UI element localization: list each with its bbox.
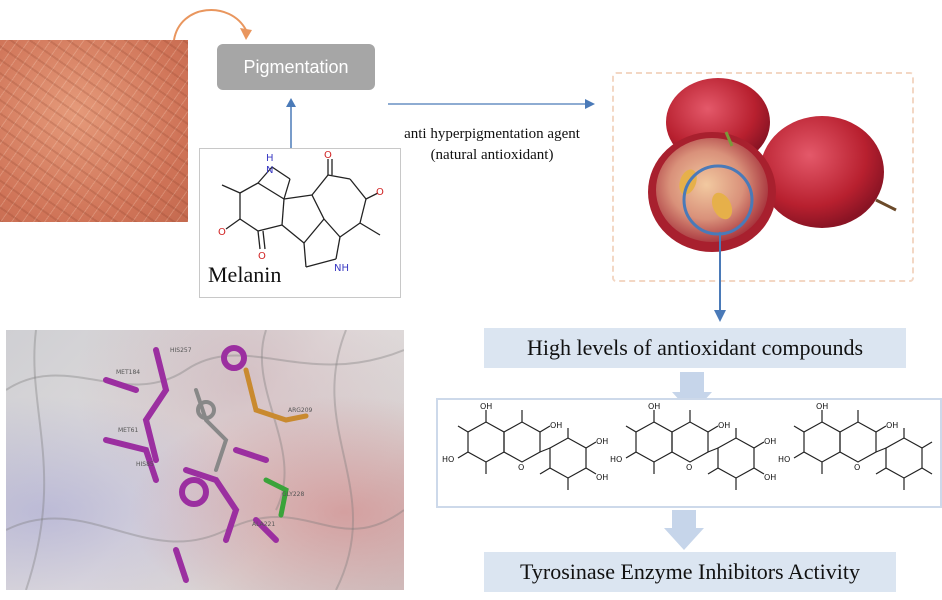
- residue-label: ALA221: [252, 521, 275, 528]
- atom-label-oh: OH: [648, 402, 660, 411]
- pigmentation-box: Pigmentation: [217, 44, 375, 90]
- residue-label: HIS257: [170, 347, 192, 354]
- seed-highlight-circle: [682, 164, 754, 236]
- grape-image: [648, 78, 897, 252]
- agent-label: anti hyperpigmentation agent (natural an…: [382, 124, 602, 166]
- docking-visualization: MET184 MET61 ARG209 ALA221 HIS85 GLY228 …: [6, 330, 404, 590]
- atom-label-ho: HO: [610, 455, 622, 464]
- atom-label-o: O: [686, 463, 692, 472]
- flavonoid-structures: OH OH HO O OH OH: [442, 402, 933, 490]
- pigmentation-label: Pigmentation: [243, 56, 349, 77]
- residue-label: ARG209: [288, 407, 313, 414]
- atom-label-oh: OH: [480, 402, 492, 411]
- melanin-structure: H N O O O O NH: [218, 150, 384, 274]
- high-levels-box: High levels of antioxidant compounds: [484, 328, 906, 368]
- atom-label-oh: OH: [764, 473, 776, 482]
- arrow-down-icon: [714, 232, 726, 322]
- atom-label-oh: OH: [886, 421, 898, 430]
- residue-label: MET61: [118, 427, 138, 434]
- grape-flesh: [656, 138, 768, 242]
- melanin-label: Melanin: [208, 262, 282, 287]
- atom-label-oh: OH: [764, 437, 776, 446]
- tyrosinase-box: Tyrosinase Enzyme Inhibitors Activity: [484, 552, 896, 592]
- curved-arrow-icon: [173, 8, 252, 41]
- grape-right: [760, 116, 884, 228]
- atom-label-o: O: [518, 463, 524, 472]
- ligand-green: [263, 477, 289, 518]
- residue-label: MET184: [116, 369, 140, 376]
- melanin-atom-o1: O: [324, 150, 332, 161]
- docking-image: MET184 MET61 ARG209 ALA221 HIS85 GLY228 …: [6, 330, 404, 590]
- protein-surface: [6, 330, 404, 590]
- atom-label-o: O: [854, 463, 860, 472]
- melanin-atom-nh: NH: [334, 263, 349, 274]
- melanin-atom-n: N: [266, 165, 273, 176]
- flavonoid-molecule-3: OH OH HO O: [778, 402, 933, 490]
- melanin-atom-o4: O: [258, 251, 266, 262]
- arrow-right-icon: [388, 99, 595, 109]
- melanin-atom-o3: O: [218, 227, 226, 238]
- atom-label-oh: OH: [596, 473, 608, 482]
- ligand-purple: [103, 345, 279, 583]
- chevron-down-icon: [672, 372, 712, 414]
- high-levels-label: High levels of antioxidant compounds: [526, 335, 864, 360]
- melanin-atom-o2: O: [376, 187, 384, 198]
- grape-image-frame: [612, 72, 914, 282]
- atom-label-ho: HO: [778, 455, 790, 464]
- atom-label-oh: OH: [550, 421, 562, 430]
- flavonoid-structures-panel: OH OH HO O OH OH: [436, 398, 942, 508]
- skin-texture-image: [0, 40, 188, 222]
- residue-label: GLY228: [282, 491, 304, 498]
- atom-label-oh: OH: [596, 437, 608, 446]
- melanin-structure-panel: H N O O O O NH: [199, 148, 401, 298]
- atom-label-oh: OH: [718, 421, 730, 430]
- flavonoid-molecule: OH OH HO O OH OH: [442, 402, 608, 490]
- atom-label-ho: HO: [442, 455, 454, 464]
- agent-label-line1: anti hyperpigmentation agent: [404, 126, 580, 142]
- tyrosinase-label: Tyrosinase Enzyme Inhibitors Activity: [519, 559, 860, 584]
- agent-label-line2: (natural antioxidant): [430, 147, 554, 163]
- residue-label: HIS85: [136, 461, 154, 468]
- flavonoid-molecule-2: OH OH HO O OH OH: [610, 402, 776, 490]
- ligand-gray: [194, 388, 229, 472]
- atom-label-oh: OH: [816, 402, 828, 411]
- arrow-up-icon: [286, 98, 296, 148]
- ligand-orange: [243, 367, 309, 423]
- melanin-atom-h: H: [266, 153, 274, 164]
- chevron-down-icon: [664, 510, 704, 550]
